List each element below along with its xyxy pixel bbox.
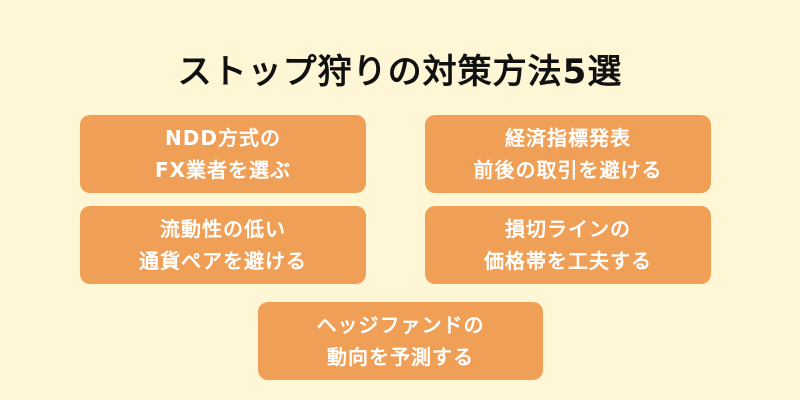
card-line-2: 価格帯を工夫する [484,249,652,273]
card-line-1: NDD方式の [165,126,281,150]
card-line-1: ヘッジファンドの [316,313,485,337]
card-line-1: 経済指標発表 [505,126,631,150]
method-card-ndd: NDD方式の FX業者を選ぶ [80,115,366,193]
page-title: ストップ狩りの対策方法5選 [177,52,623,92]
card-line-2: 動向を予測する [327,345,474,369]
card-line-2: 前後の取引を避ける [473,158,663,182]
card-line-2: FX業者を選ぶ [154,158,292,182]
method-card-stop-loss: 損切ラインの 価格帯を工夫する [425,206,711,284]
method-card-economic-indicators: 経済指標発表 前後の取引を避ける [425,115,711,193]
method-card-liquidity: 流動性の低い 通貨ペアを避ける [80,206,366,284]
method-card-hedge-fund: ヘッジファンドの 動向を予測する [258,302,543,380]
card-line-2: 通貨ペアを避ける [139,249,307,273]
card-line-1: 損切ラインの [505,217,631,241]
card-line-1: 流動性の低い [160,217,286,241]
